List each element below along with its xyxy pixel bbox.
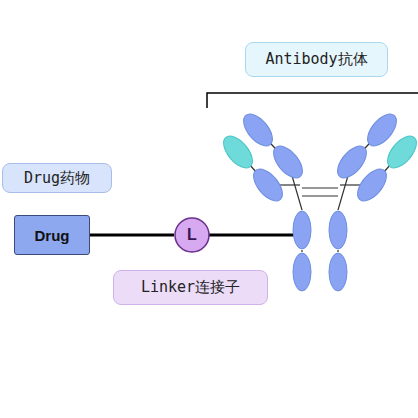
linker-label: Linker连接子 — [113, 270, 268, 305]
node-text: Linker连接子 — [141, 278, 240, 297]
chain-lines — [238, 130, 402, 252]
node-text: L — [187, 226, 197, 244]
drug-label: Drug药物 — [2, 163, 112, 193]
antibody-label: Antibody抗体 — [245, 42, 388, 77]
node-text: Drug — [35, 227, 70, 244]
bracket — [207, 93, 418, 108]
node-text: Antibody抗体 — [265, 50, 367, 69]
linker-circle: L — [174, 217, 210, 253]
heavy-chain — [238, 109, 402, 291]
linker-line — [208, 234, 298, 237]
drug-box: Drug — [14, 215, 90, 255]
light-chain — [218, 131, 418, 206]
node-text: Drug药物 — [24, 169, 90, 188]
connector-line — [90, 234, 174, 237]
